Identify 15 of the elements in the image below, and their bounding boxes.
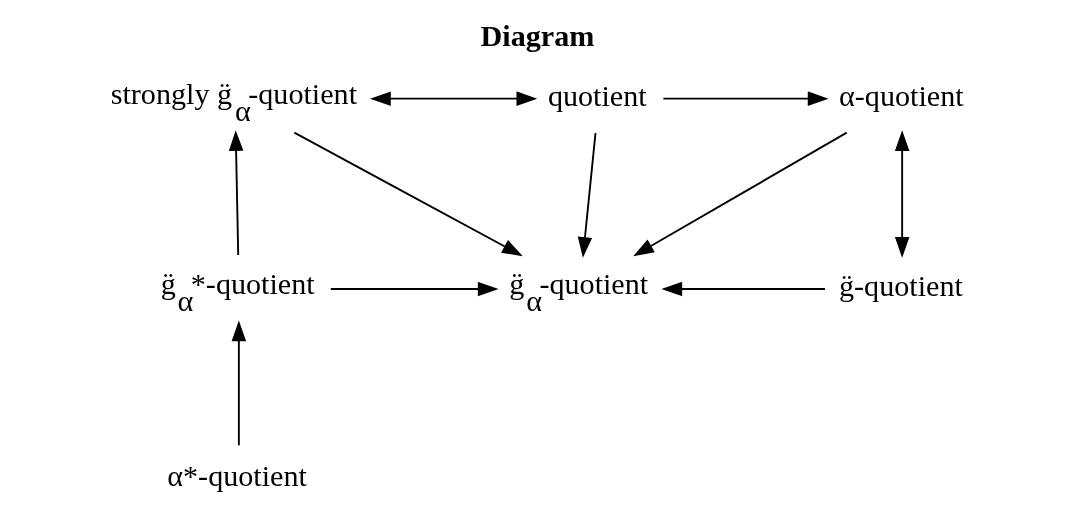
node-text: α-quotient <box>839 78 964 113</box>
arrow <box>329 281 499 297</box>
arrow <box>228 130 244 256</box>
node-text: g̈-quotient <box>839 269 963 304</box>
arrow <box>293 131 523 257</box>
arrow <box>661 281 826 297</box>
arrow <box>894 130 910 258</box>
arrow <box>633 131 848 257</box>
arrow <box>662 91 829 106</box>
node-text: α*-quotient <box>167 459 307 494</box>
diagram-title: Diagram <box>480 18 595 53</box>
node-text: quotient <box>547 78 647 113</box>
arrow <box>231 320 247 447</box>
arrow <box>577 132 597 258</box>
arrow <box>370 91 538 106</box>
